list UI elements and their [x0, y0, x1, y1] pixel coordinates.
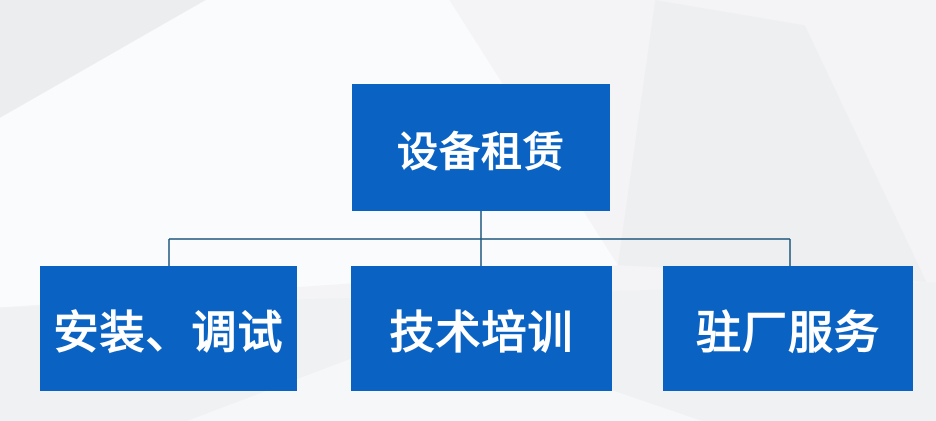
node-technical-training: 技术培训 — [351, 266, 612, 391]
node-onsite-service: 驻厂服务 — [663, 266, 913, 391]
node-installation-debugging: 安装、调试 — [40, 266, 297, 391]
node-equipment-rental: 设备租赁 — [352, 84, 610, 211]
